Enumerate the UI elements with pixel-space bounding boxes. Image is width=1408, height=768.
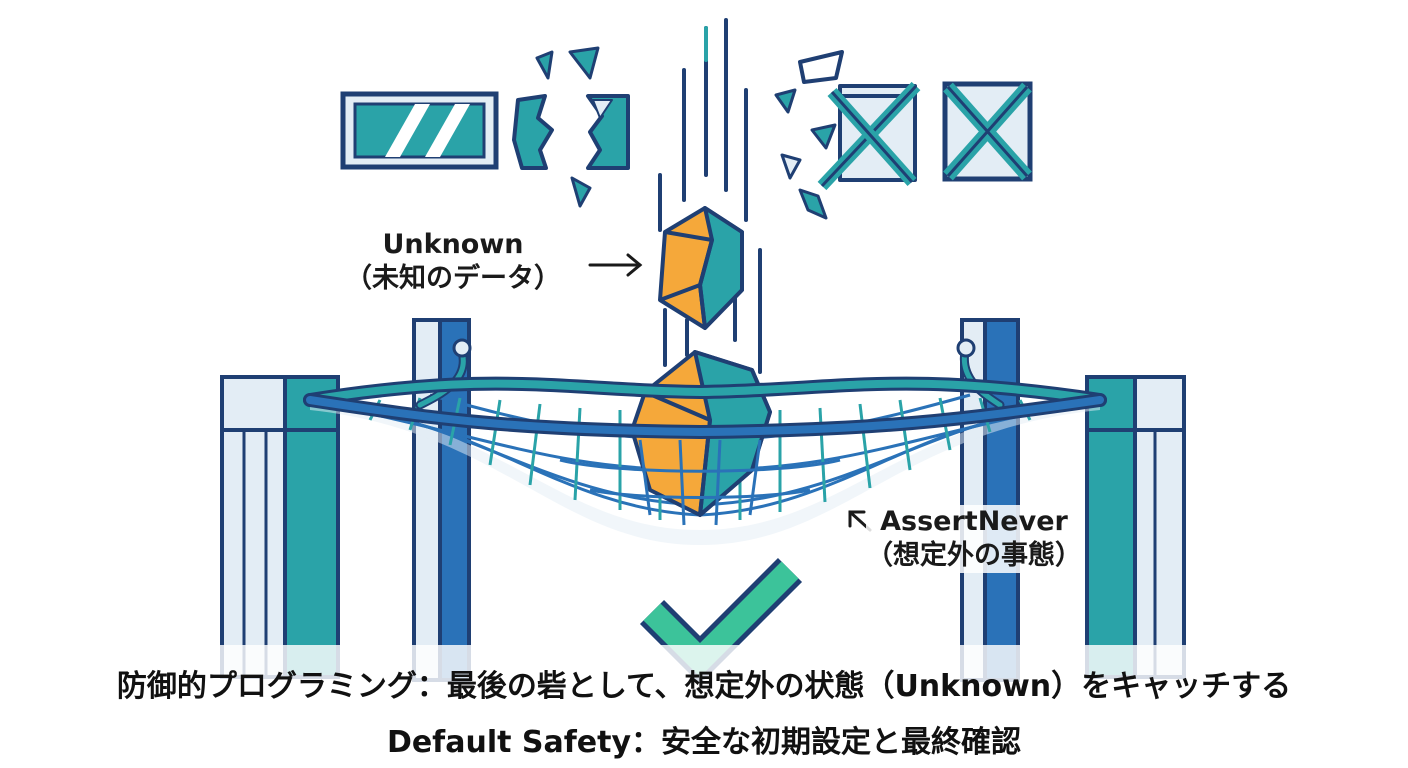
speed-lines [658,18,762,374]
crossed-box-icon [774,50,921,220]
assert-never-label-line2: （想定外の事態） [866,539,1082,571]
unknown-label-line1: Unknown [382,229,524,260]
safety-net-icon [303,338,1107,545]
caption-line1: 防御的プログラミング：最後の砦として、想定外の状態（Unknown）をキャッチす… [116,669,1292,704]
right-posts [960,318,1186,682]
unknown-label: Unknown （未知のデータ） [345,228,561,296]
unknown-label-line2: （未知のデータ） [345,262,561,294]
broken-block-icon [512,46,630,208]
caption: 防御的プログラミング：最後の砦として、想定外の状態（Unknown）をキャッチす… [0,645,1408,768]
arrow-icon [588,253,643,277]
gem-icon [658,206,744,330]
assert-never-label-line1: AssertNever [880,506,1068,537]
assert-never-label: AssertNever （想定外の事態） [866,505,1082,573]
crossed-box-icon [942,81,1033,182]
caption-line2: Default Safety：安全な初期設定と最終確認 [386,725,1022,760]
left-posts [220,318,471,682]
striped-block-icon [340,91,499,170]
